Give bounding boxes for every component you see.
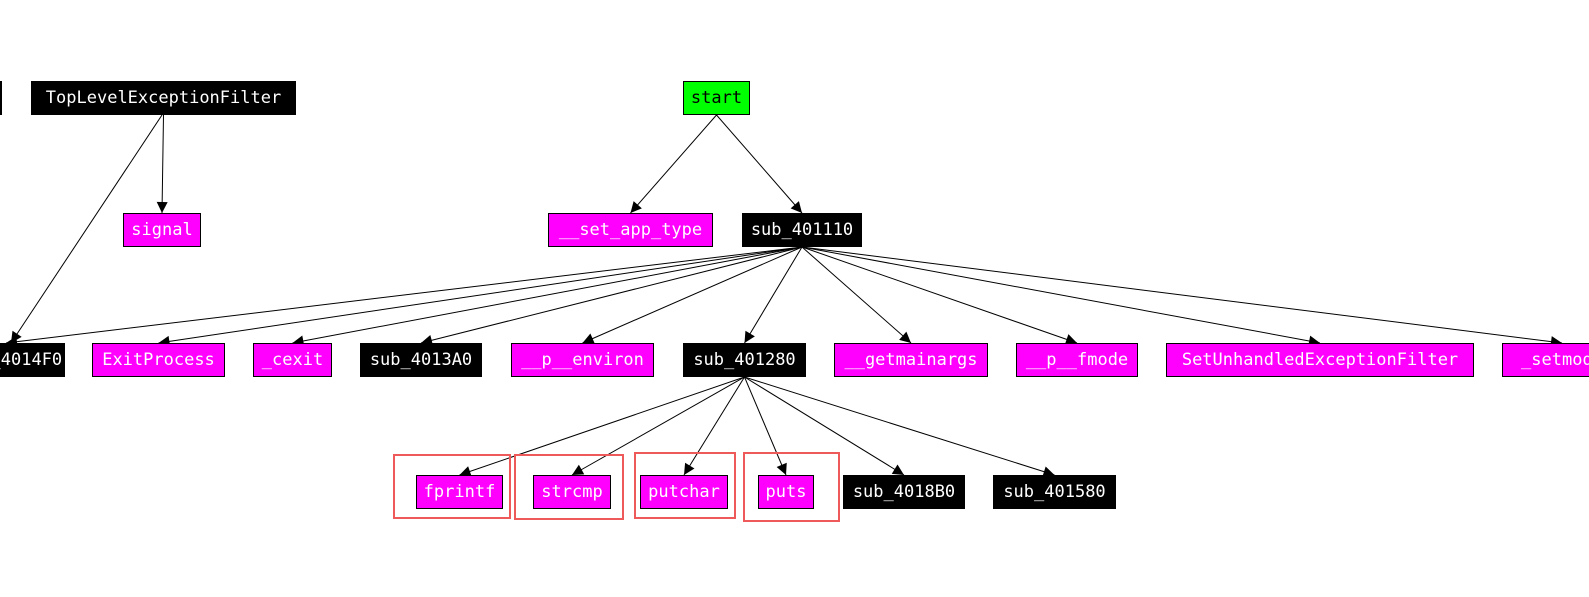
- edge-sub_401110-to-ExitProcess: [158, 246, 803, 344]
- edge-sub_401110-to-getmainargs: [801, 246, 912, 344]
- node-p_fmode[interactable]: __p__fmode: [1016, 343, 1138, 377]
- highlight-box-strcmp: [514, 454, 624, 520]
- arrowhead-sub_401110: [790, 201, 802, 213]
- edge-tlef-to-signal: [161, 114, 164, 214]
- node-sub_401110[interactable]: sub_401110: [742, 213, 862, 247]
- edge-sub_401280-to-strcmp: [571, 376, 745, 476]
- node-start[interactable]: start: [683, 81, 750, 115]
- edge-tlef-to-sub_4014F0: [10, 114, 163, 344]
- arrowhead-fprintf: [459, 466, 472, 477]
- arrowhead-putchar: [684, 462, 695, 475]
- edge-sub_401110-to-sub_4014F0: [5, 246, 803, 344]
- arrowhead-sub_401280: [744, 330, 755, 343]
- highlight-box-fprintf: [393, 454, 511, 519]
- node-left_partial[interactable]: [0, 81, 2, 115]
- edge-sub_401110-to-cexit: [292, 246, 803, 344]
- highlight-box-putchar: [634, 452, 736, 519]
- arrowhead-getmainargs: [899, 331, 911, 343]
- arrowhead-signal: [156, 201, 168, 213]
- arrowhead-p_environ: [582, 333, 595, 344]
- node-sub_4014F0[interactable]: sub_4014F0: [0, 343, 65, 377]
- node-sub_4013A0[interactable]: sub_4013A0: [360, 343, 482, 377]
- node-cexit[interactable]: _cexit: [253, 343, 332, 377]
- edge-sub_401280-to-putchar: [683, 376, 745, 476]
- arrowhead-sub_401580: [1042, 466, 1055, 477]
- edge-sub_401280-to-sub_401580: [744, 376, 1055, 476]
- edge-sub_401110-to-setmode: [801, 246, 1563, 344]
- edge-sub_401110-to-sub_4013A0: [420, 246, 803, 344]
- node-sub_401580[interactable]: sub_401580: [993, 475, 1116, 509]
- node-fprintf[interactable]: fprintf: [416, 475, 503, 509]
- arrowhead-set_app_type: [630, 201, 642, 213]
- node-p_environ[interactable]: __p__environ: [511, 343, 654, 377]
- arrowhead-p_fmode: [1064, 334, 1077, 345]
- edge-sub_401110-to-p_fmode: [801, 246, 1078, 344]
- edge-sub_401280-to-puts: [744, 376, 787, 476]
- highlight-box-puts: [743, 452, 840, 522]
- edge-sub_401110-to-p_environ: [582, 246, 803, 344]
- edge-sub_401280-to-sub_4018B0: [744, 376, 905, 476]
- node-strcmp[interactable]: strcmp: [533, 475, 611, 509]
- edge-sub_401110-to-sub_401280: [744, 246, 803, 344]
- node-putchar[interactable]: putchar: [640, 475, 728, 509]
- edge-sub_401110-to-SUEF: [801, 246, 1321, 344]
- edge-start-to-set_app_type: [630, 114, 717, 214]
- node-sub_4018B0[interactable]: sub_4018B0: [843, 475, 965, 509]
- node-set_app_type[interactable]: __set_app_type: [548, 213, 713, 247]
- node-ExitProcess[interactable]: ExitProcess: [92, 343, 225, 377]
- node-setmode[interactable]: _setmode: [1502, 343, 1589, 377]
- node-signal[interactable]: signal: [123, 213, 201, 247]
- edge-start-to-sub_401110: [716, 114, 803, 214]
- node-puts[interactable]: puts: [758, 475, 814, 509]
- arrowhead-sub_4018B0: [891, 464, 904, 475]
- edge-sub_401280-to-fprintf: [459, 376, 745, 476]
- node-tlef[interactable]: TopLevelExceptionFilter: [31, 81, 296, 115]
- arrowhead-strcmp: [572, 464, 585, 475]
- node-sub_401280[interactable]: sub_401280: [683, 343, 806, 377]
- node-getmainargs[interactable]: __getmainargs: [834, 343, 988, 377]
- arrowhead-puts: [776, 462, 787, 475]
- node-SUEF[interactable]: SetUnhandledExceptionFilter: [1166, 343, 1474, 377]
- arrowhead-sub_4013A0: [421, 334, 434, 346]
